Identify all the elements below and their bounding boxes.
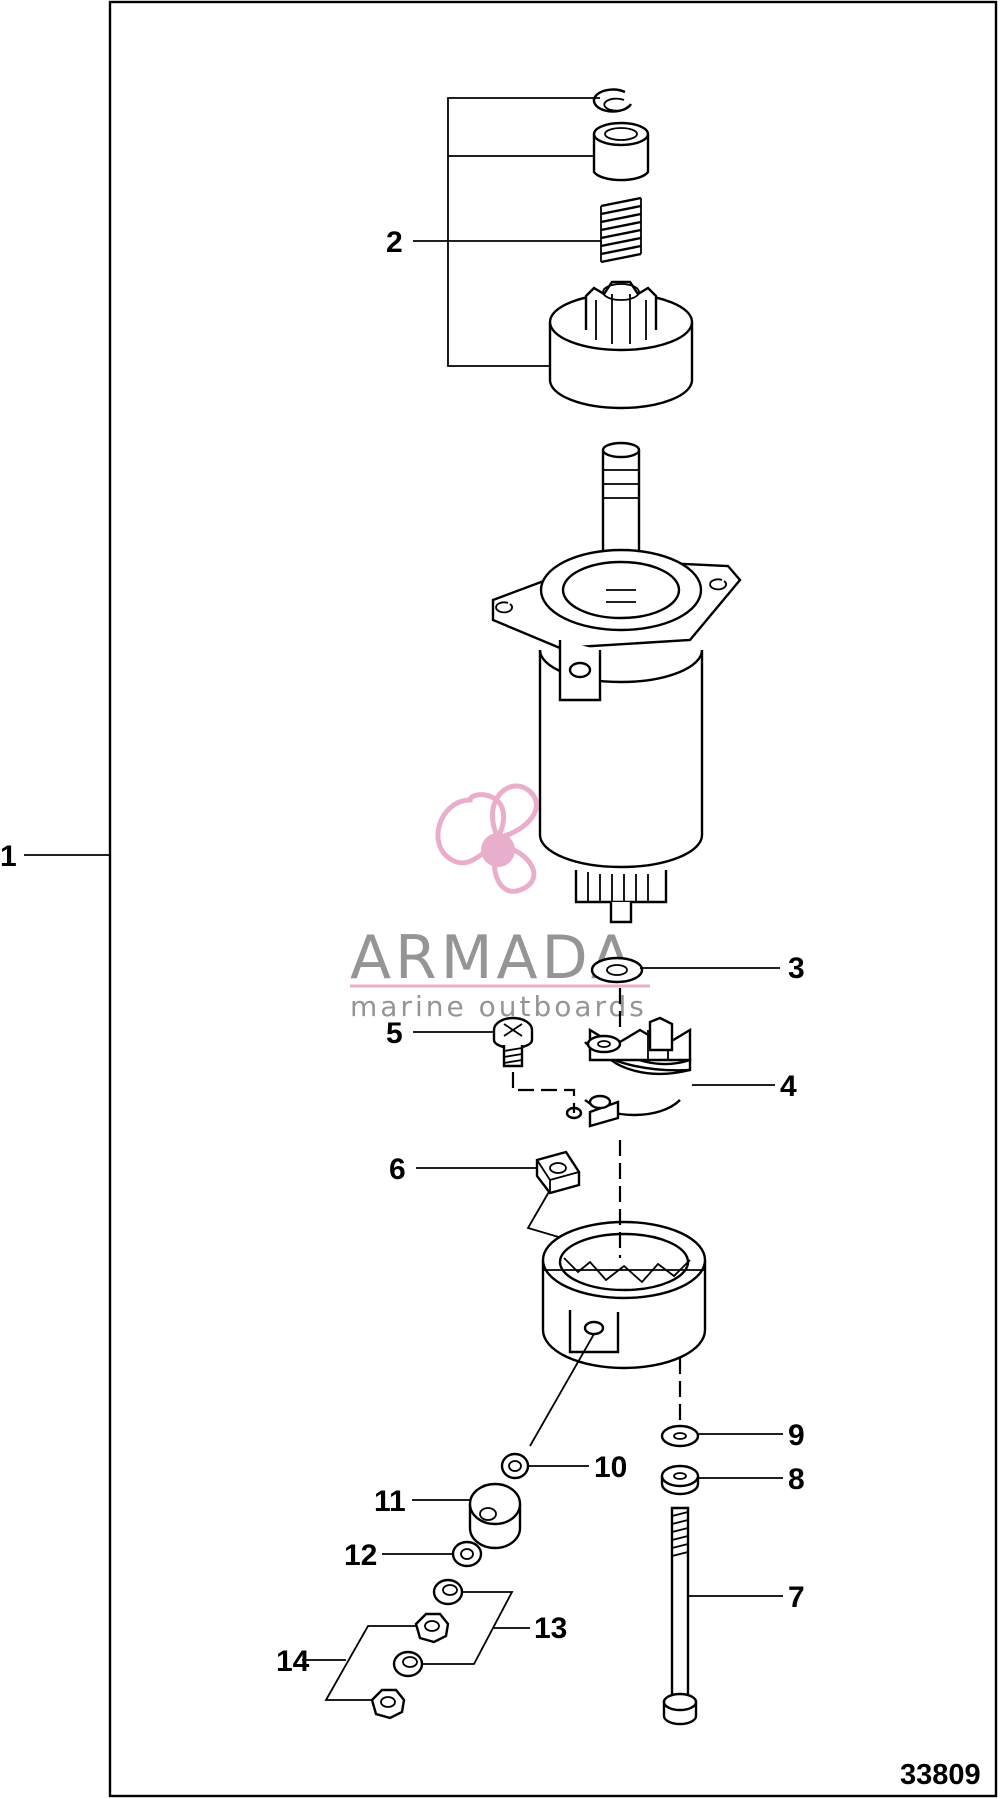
callout-10: 10: [594, 1451, 627, 1484]
callout-2: 2: [386, 226, 403, 259]
washer-12: [451, 1540, 483, 1568]
callout-6: 6: [389, 1153, 406, 1186]
watermark-brand: ARMADA: [350, 923, 636, 993]
collar: [592, 121, 650, 182]
watermark-tagline: marine outboards: [350, 990, 647, 1023]
callout-14: 14: [276, 1645, 310, 1678]
armature-shaft: [601, 441, 641, 572]
callout-5: 5: [386, 1017, 403, 1050]
callout-13: 13: [534, 1612, 567, 1645]
callout-7: 7: [788, 1581, 805, 1614]
nut-upper: [414, 1612, 450, 1644]
callout-1: 1: [0, 840, 17, 873]
insulating-washer: [500, 1452, 530, 1480]
brush-plate: [565, 1016, 692, 1128]
callout-4: 4: [780, 1070, 797, 1103]
insulator-bushing: [468, 1482, 522, 1550]
nut-lower: [370, 1688, 406, 1720]
thrust-washer: [590, 956, 644, 984]
lockwasher-lower: [392, 1650, 424, 1678]
callout-9: 9: [788, 1419, 805, 1452]
brush-plate-screw: [492, 1016, 534, 1068]
screw-alignment-line: [511, 1072, 576, 1113]
figure-number: 33809: [900, 1759, 981, 1791]
callout-3: 3: [788, 952, 805, 985]
frame-border: [108, 0, 998, 1798]
retaining-ring: [592, 88, 633, 113]
end-housing: [541, 1220, 707, 1370]
callout-8: 8: [788, 1463, 805, 1496]
lockwasher-upper: [432, 1578, 464, 1606]
commutator-end: [574, 870, 668, 924]
square-nut: [535, 1150, 581, 1195]
callout-13-bracket: [422, 1591, 530, 1665]
washer-8: [660, 1464, 700, 1496]
through-bolt: [662, 1506, 698, 1726]
starter-body: [491, 548, 742, 869]
callout-2-bracket: [413, 97, 601, 367]
spring: [600, 196, 642, 264]
terminal-location-line: [529, 1333, 595, 1447]
armada-logo: ARMADA marine outboards: [350, 783, 650, 1023]
callout-12: 12: [344, 1539, 377, 1572]
callout-11: 11: [374, 1485, 406, 1518]
washer-9: [660, 1424, 700, 1448]
drive-pinion: [548, 280, 694, 410]
callout-14-bracket: [302, 1625, 416, 1701]
